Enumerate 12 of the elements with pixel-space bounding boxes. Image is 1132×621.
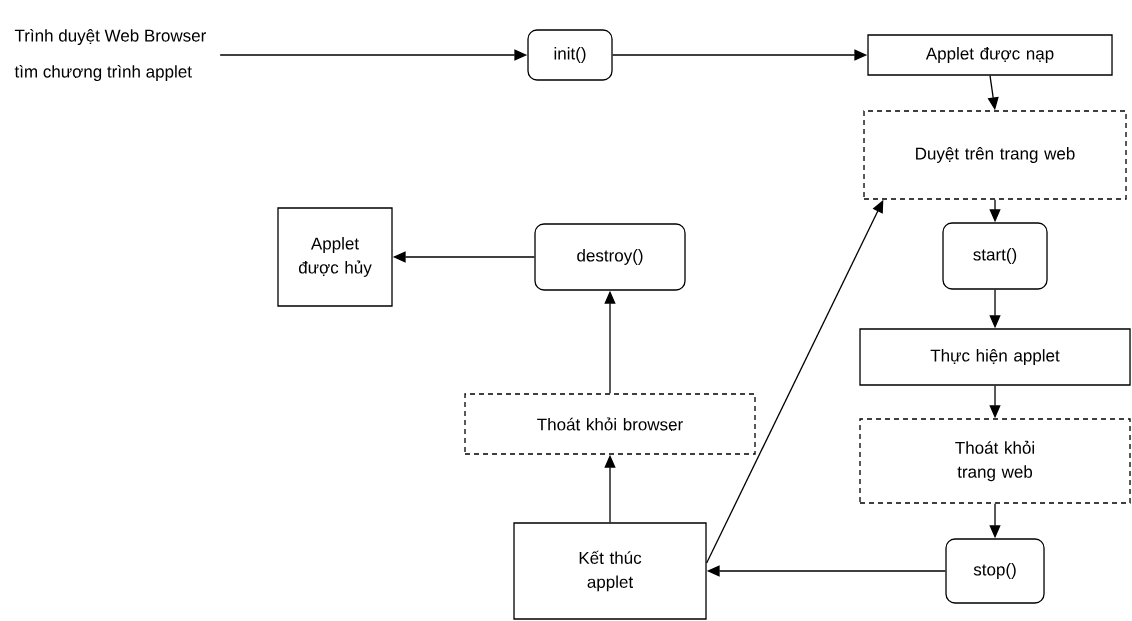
method-box: init() xyxy=(527,29,613,81)
start-text: Trình duyệt Web Browser tìm chương trình applet xyxy=(14,29,206,81)
method-box: stop() xyxy=(945,538,1045,604)
event-box: Duyệt trên trang web xyxy=(863,110,1127,200)
event-box: Thoát khỏi browser xyxy=(464,393,756,455)
state-box: Applet được hủy xyxy=(277,207,393,307)
state-box: Thực hiện applet xyxy=(859,328,1131,386)
state-box: Kết thúc applet xyxy=(513,522,707,620)
state-box: Applet được nạp xyxy=(867,34,1113,76)
method-box: start() xyxy=(942,222,1048,290)
event-box: Thoát khỏi trang web xyxy=(859,418,1131,504)
method-box: destroy() xyxy=(534,223,686,291)
